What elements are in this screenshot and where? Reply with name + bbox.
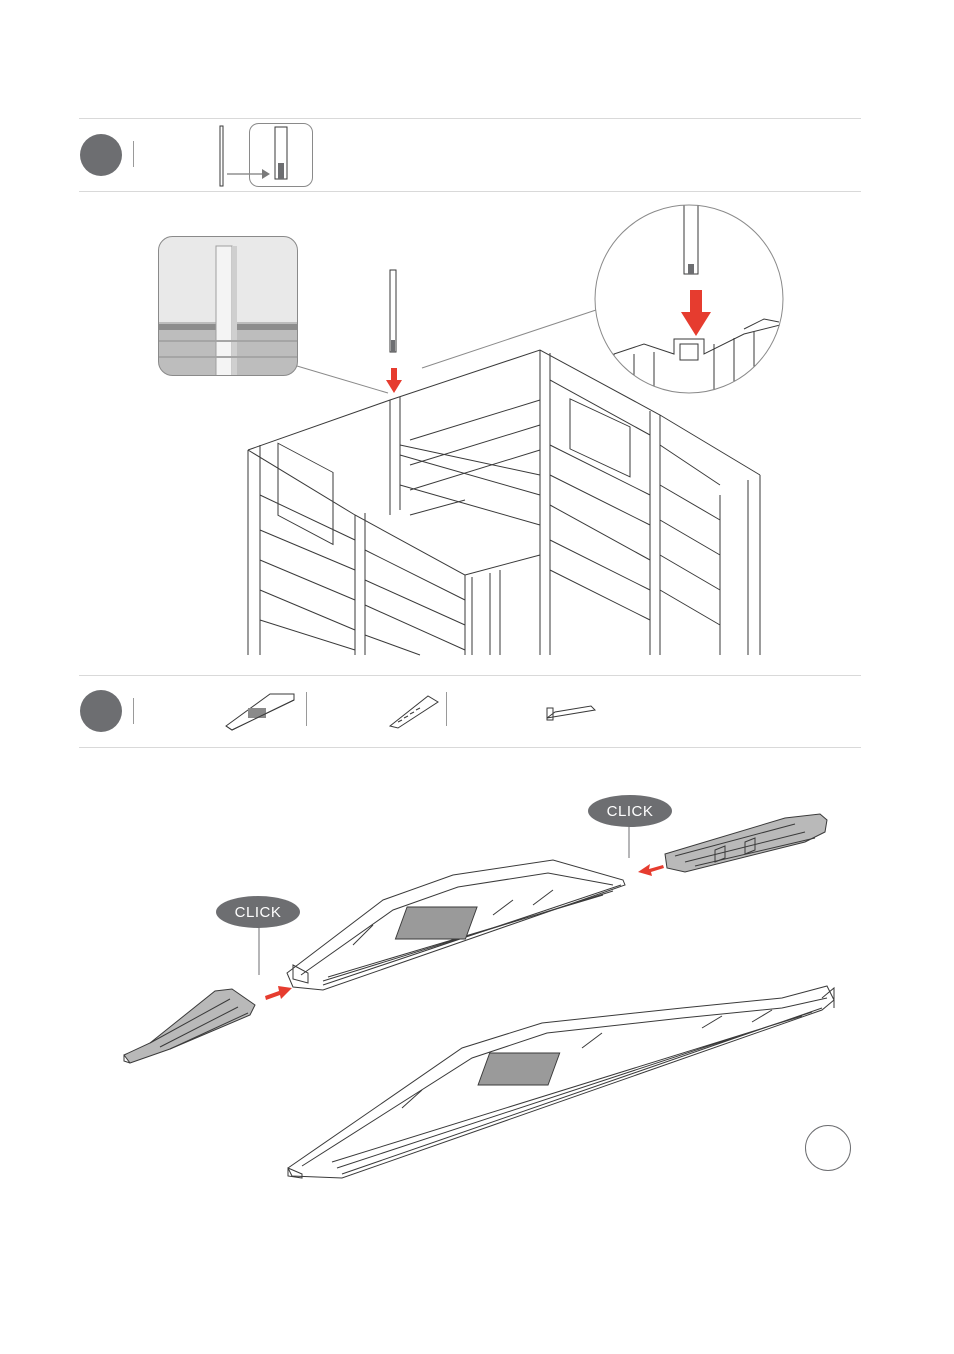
roof-truss-side-icon bbox=[388, 692, 442, 732]
roof-truss-center-icon bbox=[224, 690, 296, 732]
truss-bracket-icon bbox=[545, 698, 597, 724]
page-number-circle bbox=[805, 1125, 851, 1171]
shed-wall-assembly bbox=[240, 345, 770, 655]
left-truss-end-piece bbox=[120, 985, 260, 1067]
center-truss bbox=[283, 855, 633, 995]
red-arrow-down-icon bbox=[680, 290, 712, 338]
click-left-leader bbox=[257, 927, 261, 977]
step-2-separator bbox=[133, 698, 134, 724]
step-2-part-separator-1 bbox=[306, 692, 307, 726]
click-badge-right-label: CLICK bbox=[607, 803, 654, 820]
red-arrow-left-icon bbox=[637, 860, 665, 878]
step-2-top-rule bbox=[79, 675, 861, 676]
step-2-bottom-rule bbox=[79, 747, 861, 748]
click-badge-left-label: CLICK bbox=[235, 904, 282, 921]
step-2-part-separator-2 bbox=[446, 692, 447, 726]
assembled-full-truss bbox=[282, 978, 842, 1183]
step-2-number-circle bbox=[80, 690, 122, 732]
right-truss-end-piece bbox=[655, 810, 835, 880]
